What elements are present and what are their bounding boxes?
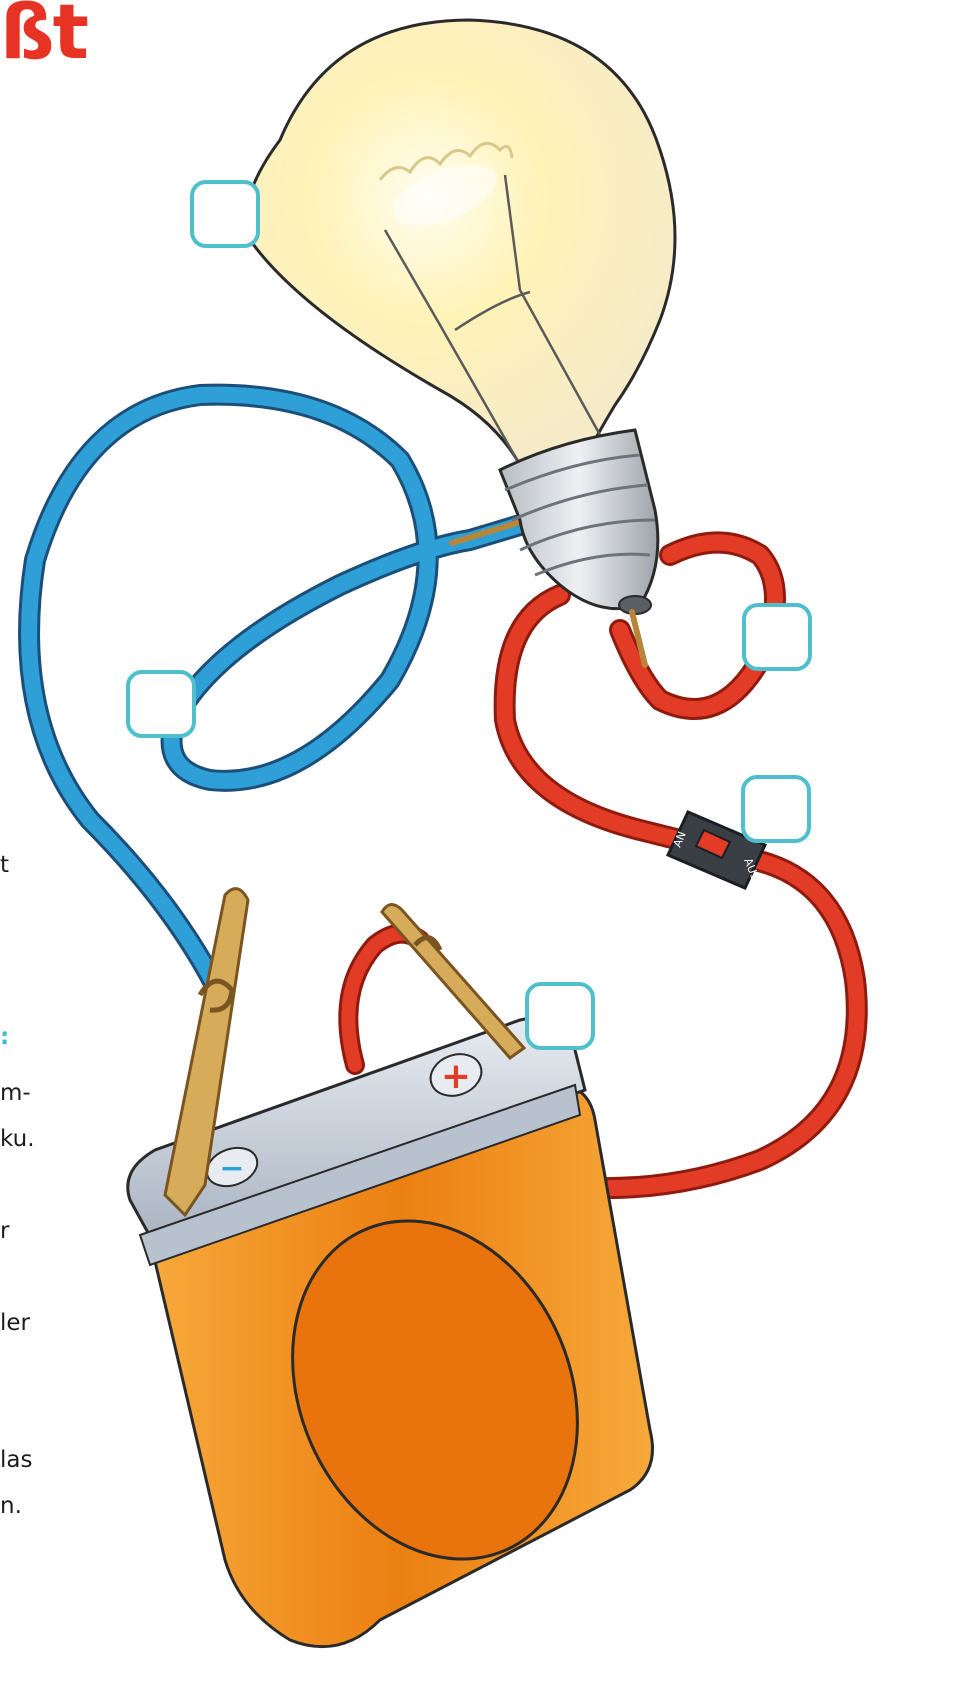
answer-box-blue-wire[interactable]: [126, 670, 196, 738]
positive-terminal-sign: +: [441, 1056, 471, 1097]
blue-wire: [29, 395, 520, 985]
light-bulb: [246, 20, 675, 665]
answer-box-red-wire[interactable]: [742, 603, 812, 671]
answer-box-switch[interactable]: [741, 775, 811, 843]
answer-box-bulb[interactable]: [190, 180, 260, 248]
negative-terminal-sign: −: [219, 1151, 244, 1186]
answer-box-battery[interactable]: [525, 982, 595, 1050]
